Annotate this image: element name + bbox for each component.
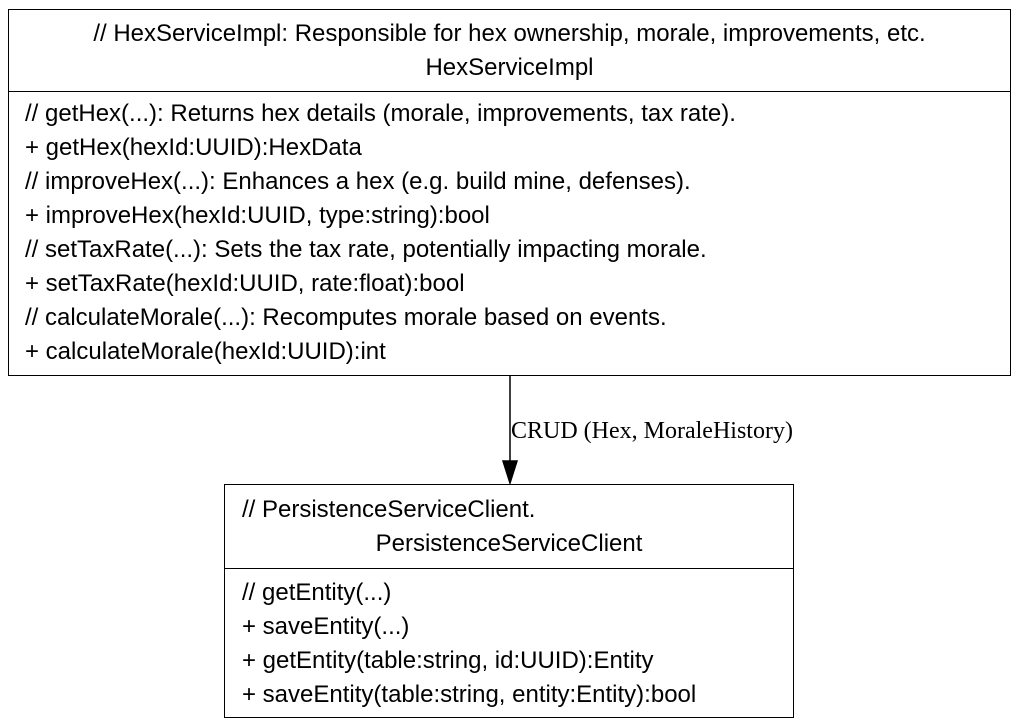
class-header: // HexServiceImpl: Responsible for hex o…: [9, 10, 1010, 92]
edge-label: CRUD (Hex, MoraleHistory): [511, 418, 793, 444]
class-name: PersistenceServiceClient: [375, 530, 643, 557]
member-line: + getEntity(table:string, id:UUID):Entit…: [242, 647, 654, 674]
member-line: + getHex(hexId:UUID):HexData: [25, 134, 362, 161]
member-line: + calculateMorale(hexId:UUID):int: [25, 338, 386, 365]
member-line: + improveHex(hexId:UUID, type:string):bo…: [25, 202, 490, 229]
arrowhead-icon: [501, 460, 519, 486]
member-line: + saveEntity(...): [242, 613, 410, 640]
class-comment: // HexServiceImpl: Responsible for hex o…: [93, 20, 926, 47]
member-line: // calculateMorale(...): Recomputes mora…: [25, 304, 667, 331]
class-members: // getHex(...): Returns hex details (mor…: [9, 92, 1010, 369]
member-line: // getEntity(...): [242, 579, 392, 606]
member-line: + saveEntity(table:string, entity:Entity…: [242, 681, 697, 708]
class-name: HexServiceImpl: [425, 54, 594, 81]
class-comment: // PersistenceServiceClient.: [242, 496, 536, 523]
class-header: // PersistenceServiceClient. Persistence…: [225, 485, 793, 569]
class-members: // getEntity(...) + saveEntity(...) + ge…: [225, 569, 793, 712]
member-line: // improveHex(...): Enhances a hex (e.g.…: [25, 168, 691, 195]
class-box-persistence-service-client[interactable]: // PersistenceServiceClient. Persistence…: [224, 484, 794, 718]
class-box-hex-service-impl[interactable]: // HexServiceImpl: Responsible for hex o…: [8, 9, 1011, 376]
member-line: // getHex(...): Returns hex details (mor…: [25, 100, 736, 127]
member-line: // setTaxRate(...): Sets the tax rate, p…: [25, 236, 707, 263]
member-line: + setTaxRate(hexId:UUID, rate:float):boo…: [25, 270, 465, 297]
